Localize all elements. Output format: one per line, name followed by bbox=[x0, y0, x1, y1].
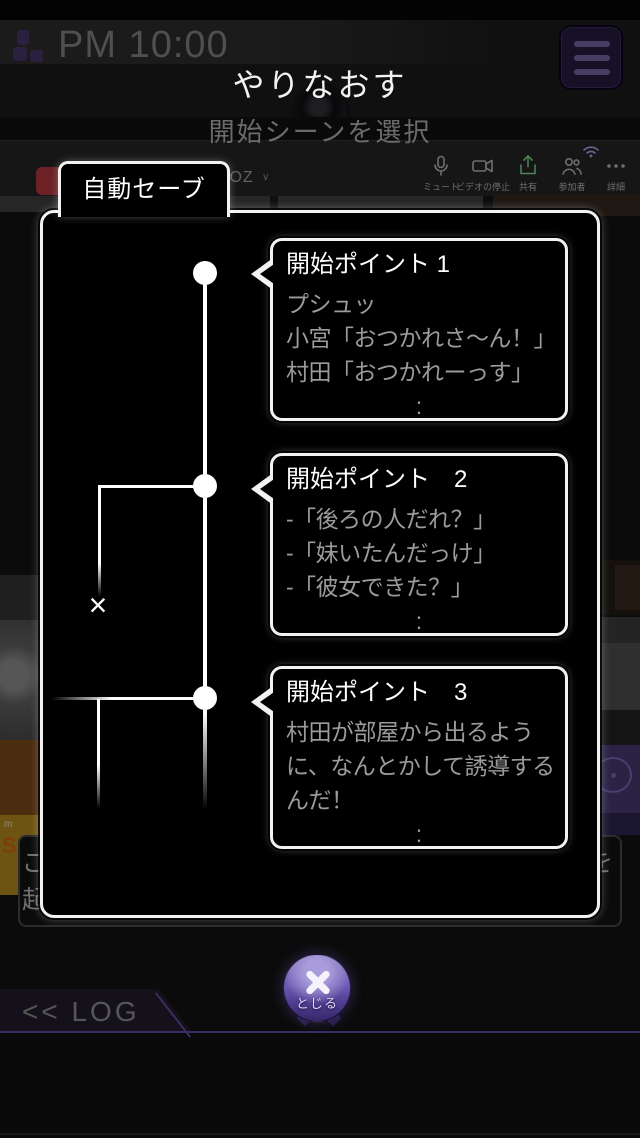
bubble-text-line: 村田が部屋から出るよう bbox=[286, 719, 534, 745]
microphone-icon bbox=[434, 155, 448, 176]
bubble-text-line: -「妹いたんだっけ」 bbox=[286, 540, 496, 566]
timeline-branch-line bbox=[51, 697, 205, 700]
share-icon bbox=[520, 155, 536, 175]
close-button-label: とじる bbox=[295, 996, 338, 1011]
start-point-title: 開始ポイント 3 bbox=[286, 679, 468, 706]
save-select-modal: × 開始ポイント 1 プシュッ小宮「おつかれさ〜ん！」村田「おつかれーっす」: … bbox=[40, 210, 600, 918]
background-image-fragment bbox=[600, 560, 640, 615]
start-point-preview: プシュッ小宮「おつかれさ〜ん！」村田「おつかれーっす」: bbox=[286, 287, 557, 423]
timeline-main-line bbox=[203, 273, 207, 810]
bubble-text-line: -「彼女できた？」 bbox=[286, 574, 474, 600]
timeline-branch-line bbox=[98, 485, 206, 488]
circle-dot bbox=[611, 773, 616, 778]
toolbar-mute: ミュート bbox=[411, 155, 471, 193]
toolbar-more: 詳細 bbox=[586, 155, 640, 193]
background-can-image bbox=[0, 620, 40, 740]
bubble-text-line: プシュッ bbox=[286, 291, 377, 317]
background-image-fragment bbox=[600, 643, 640, 710]
page-title: やりなおす bbox=[232, 67, 408, 103]
wifi-icon bbox=[582, 143, 600, 164]
start-point-preview: 村田が部屋から出るように、なんとかして誘導するんだ！: bbox=[286, 715, 555, 851]
video-camera-icon bbox=[472, 159, 493, 173]
bubble-text-line: に、なんとかして誘導する bbox=[286, 753, 555, 779]
background-purple-band bbox=[594, 745, 640, 813]
start-point-title: 開始ポイント 2 bbox=[286, 466, 468, 493]
close-button[interactable]: とじる bbox=[283, 954, 351, 1022]
bottom-panel bbox=[0, 1033, 640, 1138]
bubble-text-line: 村田「おつかれーっす」 bbox=[286, 359, 534, 385]
log-label: << LOG bbox=[22, 996, 140, 1027]
toolbar-label: 詳細 bbox=[606, 182, 625, 192]
dark-band bbox=[0, 117, 640, 140]
background-image-fragment bbox=[0, 575, 40, 620]
bubble-text-line: : bbox=[415, 821, 423, 847]
strip-gap bbox=[270, 196, 278, 212]
start-point-title: 開始ポイント 1 bbox=[286, 251, 451, 278]
bottom-edge bbox=[0, 1133, 640, 1135]
toolbar-participants: 参加者 bbox=[542, 155, 602, 193]
bubble-tail bbox=[260, 477, 277, 501]
background-text-fragment: m bbox=[4, 819, 13, 830]
bubble-text-line: んだ！ bbox=[286, 787, 354, 813]
chevron-down-icon: ∨ bbox=[262, 172, 270, 183]
toolbar-label: ミュート bbox=[422, 182, 459, 192]
toolbar-label: 共有 bbox=[518, 182, 537, 192]
start-point-bubble-3[interactable]: 開始ポイント 3 村田が部屋から出るように、なんとかして誘導するんだ！: bbox=[251, 666, 568, 851]
clock-text: PM 10:00 bbox=[58, 24, 229, 66]
toolbar-label: 参加者 bbox=[558, 182, 586, 192]
participants-icon bbox=[562, 157, 582, 175]
background-image-fragment bbox=[600, 813, 640, 835]
timeline-branch-line bbox=[98, 485, 101, 597]
hamburger-menu-button[interactable] bbox=[559, 25, 623, 90]
start-point-bubble-2[interactable]: 開始ポイント 2 -「後ろの人だれ？」 -「妹いたんだっけ」 -「彼女できた？」: bbox=[251, 453, 568, 638]
bubble-text-line: : bbox=[415, 393, 423, 419]
dead-end-x-mark: × bbox=[88, 587, 108, 623]
bubble-tail bbox=[260, 690, 277, 714]
start-point-bubble-1[interactable]: 開始ポイント 1 プシュッ小宮「おつかれさ〜ん！」村田「おつかれーっす」: bbox=[251, 238, 568, 423]
bubble-text-line: -「後ろの人だれ？」 bbox=[286, 506, 496, 532]
bubble-text-line: 小宮「おつかれさ〜ん！」 bbox=[286, 325, 557, 351]
background-image-fragment bbox=[600, 617, 640, 643]
toolbar-label: ビデオの停止 bbox=[455, 182, 510, 192]
timeline-branch-line bbox=[97, 699, 100, 809]
page-subtitle: 開始シーンを選択 bbox=[208, 117, 432, 147]
timeline-node-1[interactable] bbox=[193, 261, 217, 285]
bubble-text-line: : bbox=[415, 608, 423, 634]
background-image-fragment bbox=[0, 740, 40, 815]
bubble-tail bbox=[260, 262, 277, 286]
background-image-fragment bbox=[600, 710, 640, 745]
toolbar-stop-video: ビデオの停止 bbox=[453, 155, 513, 193]
timeline-node-3[interactable] bbox=[193, 686, 217, 710]
top-strip bbox=[0, 0, 640, 20]
more-dots-icon bbox=[607, 164, 625, 168]
purple-divider-line bbox=[0, 1031, 640, 1033]
tab-auto-save[interactable]: 自動セーブ bbox=[58, 161, 230, 217]
clock-bar bbox=[0, 20, 500, 64]
toolbar-share: 共有 bbox=[498, 155, 558, 193]
timeline-node-2[interactable] bbox=[193, 474, 217, 498]
start-point-preview: -「後ろの人だれ？」 -「妹いたんだっけ」 -「彼女できた？」: bbox=[286, 502, 552, 638]
